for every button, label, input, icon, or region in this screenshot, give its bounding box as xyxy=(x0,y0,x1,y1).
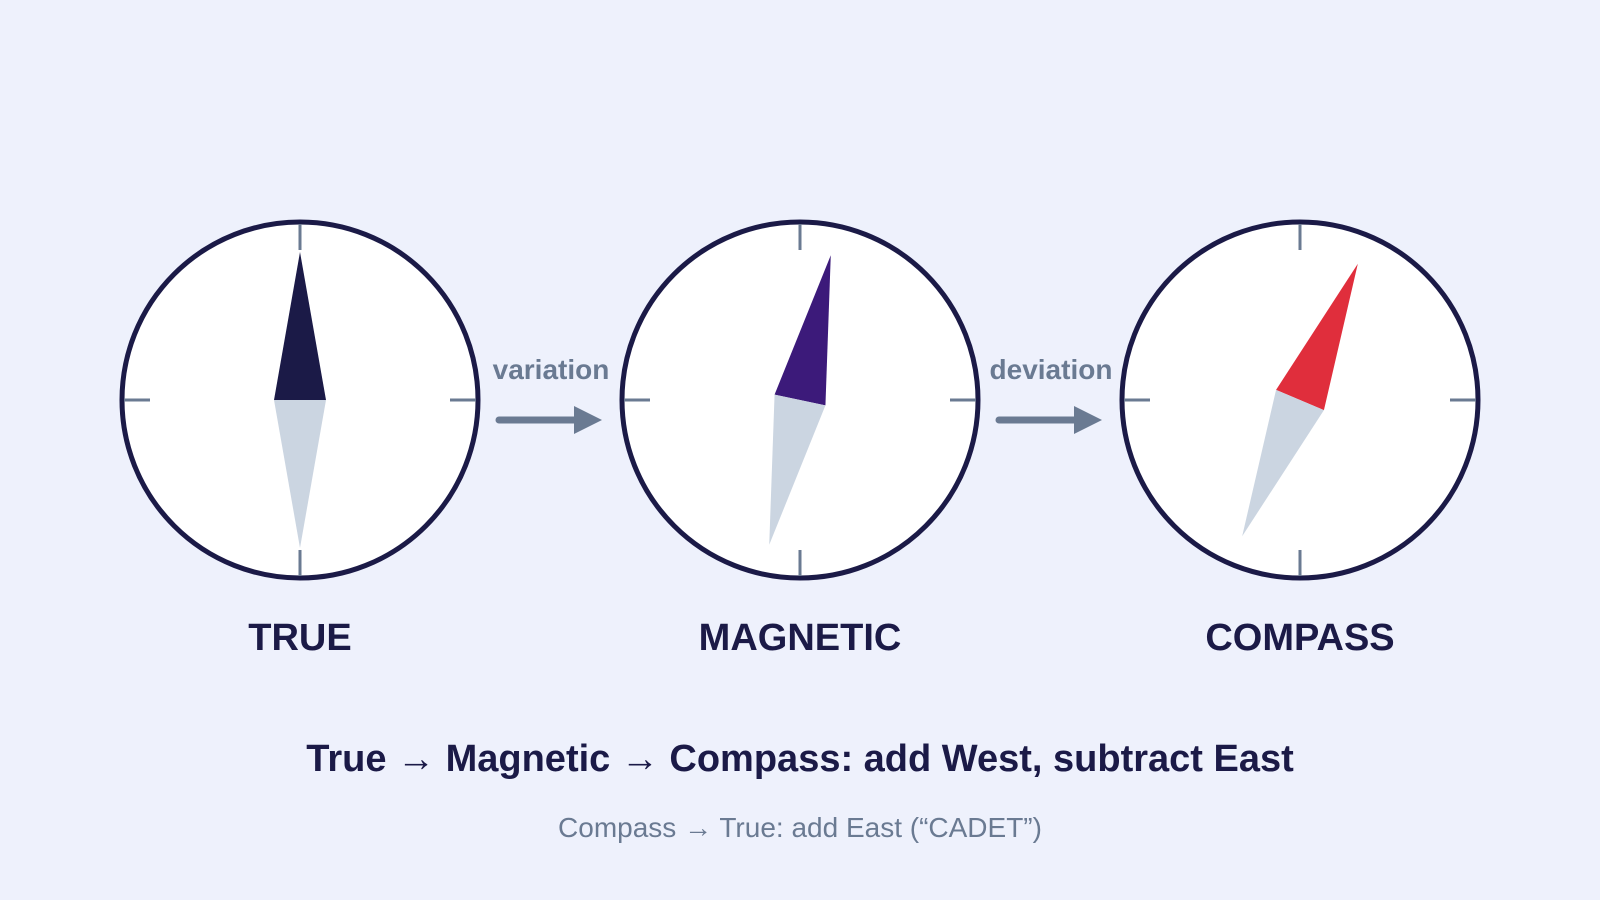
needle-south-half xyxy=(274,400,326,548)
needle xyxy=(1242,263,1358,537)
needle-north-half xyxy=(1276,263,1358,411)
needle-north-half xyxy=(274,252,326,400)
dial-label-magnetic: MAGNETIC xyxy=(699,617,902,659)
dial-magnetic xyxy=(619,219,981,581)
dial-ticks xyxy=(124,224,476,576)
conversion-rule: True → Magnetic → Compass: add West, sub… xyxy=(306,738,1294,780)
needle-south-half xyxy=(769,394,826,545)
dial-label-true: TRUE xyxy=(248,617,351,659)
dial-label-compass: COMPASS xyxy=(1205,617,1394,659)
dial-true xyxy=(119,219,481,581)
arrow-variation: variation xyxy=(493,354,610,434)
needle-north-half xyxy=(774,255,831,406)
arrowhead-icon xyxy=(1074,406,1102,434)
needle xyxy=(769,255,831,545)
dial-ticks xyxy=(1124,224,1476,576)
arrow-label-deviation: deviation xyxy=(990,354,1113,385)
reverse-rule-mnemonic: Compass → True: add East (“CADET”) xyxy=(558,812,1042,843)
needle-south-half xyxy=(1242,389,1324,537)
needle xyxy=(274,252,326,548)
arrow-deviation: deviation xyxy=(990,354,1113,434)
arrowhead-icon xyxy=(574,406,602,434)
arrow-label-variation: variation xyxy=(493,354,610,385)
dial-compass xyxy=(1119,219,1481,581)
dial-ticks xyxy=(624,224,976,576)
